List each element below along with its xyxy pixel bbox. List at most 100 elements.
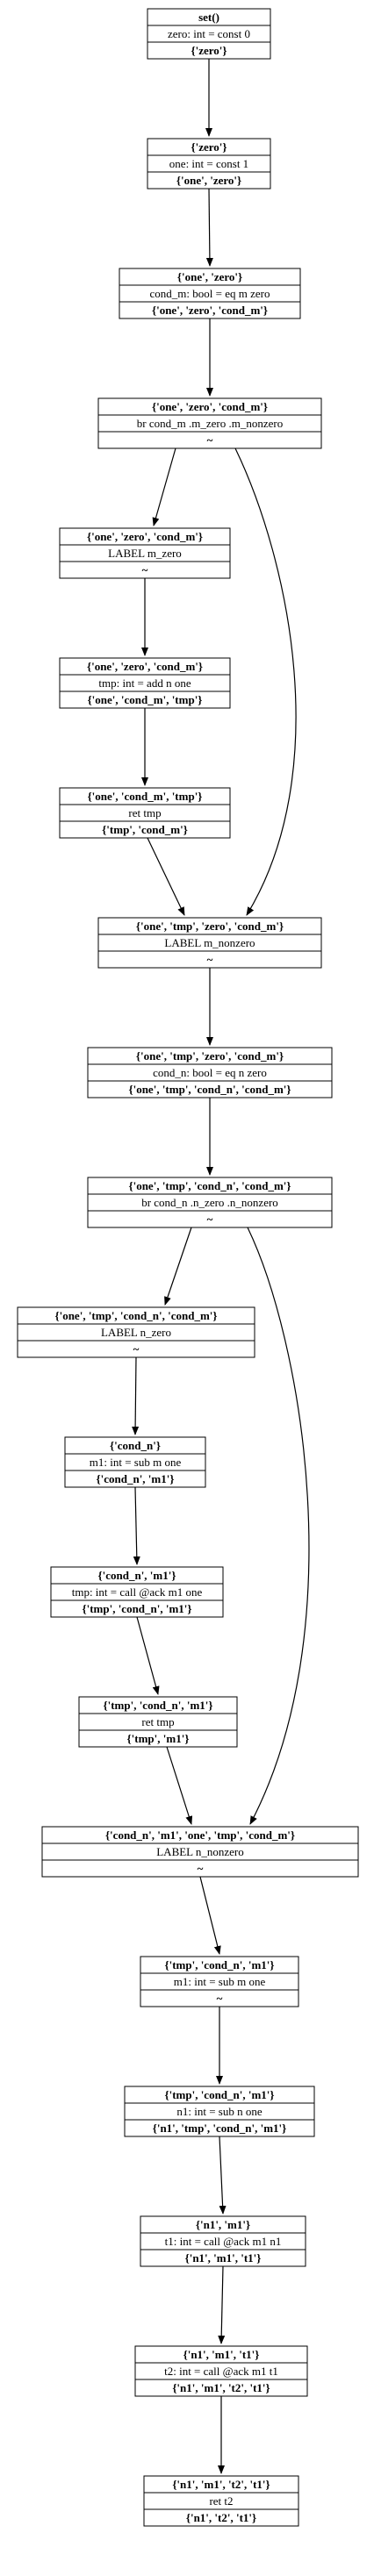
node-live-out-label: {'n1', 't2', 't1'}	[186, 2511, 256, 2524]
node-live-in-label: {'one', 'tmp', 'zero', 'cond_m'}	[136, 919, 284, 933]
cfg-node: set() zero: int = const 0 {'zero'}	[147, 8, 271, 60]
node-box	[41, 1826, 359, 1878]
node-box	[17, 1306, 255, 1358]
node-instruction: cond_n: bool = eq n zero	[153, 1066, 267, 1079]
node-live-in-label: {'one', 'tmp', 'zero', 'cond_m'}	[136, 1049, 284, 1063]
node-live-in-label: {'one', 'zero', 'cond_m'}	[152, 400, 268, 413]
cfg-node: {'n1', 'm1', 't1'} t2: int = call @ack m1…	[134, 2345, 308, 2397]
cfg-node: {'one', 'tmp', 'cond_n', 'cond_m'} LABEL …	[17, 1306, 255, 1358]
node-live-in-label: {'tmp', 'cond_n', 'm1'}	[164, 1958, 274, 1971]
node-live-in-label: {'n1', 'm1'}	[196, 2218, 250, 2231]
node-live-in-label: {'one', 'tmp', 'cond_n', 'cond_m'}	[128, 1179, 291, 1192]
node-live-out-label: ~	[217, 1992, 223, 2005]
node-live-in-label: {'tmp', 'cond_n', 'm1'}	[103, 1699, 212, 1712]
node-box	[59, 787, 231, 839]
node-live-out-label: ~	[207, 1213, 213, 1226]
node-live-in-label: {'one', 'zero'}	[177, 270, 242, 283]
node-instruction: LABEL m_nonzero	[164, 936, 255, 949]
node-live-out-label: ~	[207, 433, 213, 447]
cfg-node: {'tmp', 'cond_n', 'm1'} n1: int = sub n o…	[124, 2086, 315, 2137]
node-live-out-label: {'zero'}	[191, 44, 227, 57]
node-instruction: br cond_m .m_zero .m_nonzero	[137, 417, 283, 430]
node-instruction: ret tmp	[141, 1715, 174, 1728]
node-live-out-label: {'tmp', 'm1'}	[127, 1732, 190, 1745]
node-live-in-label: {'tmp', 'cond_n', 'm1'}	[164, 2088, 274, 2101]
node-instruction: one: int = const 1	[169, 157, 248, 170]
node-instruction: m1: int = sub m one	[90, 1456, 182, 1469]
cfg-node: {'one', 'zero'}cond_m: bool = eq m zero{…	[119, 268, 301, 319]
cfg-edge-arrow	[136, 1616, 160, 1695]
node-live-out-label: ~	[133, 1342, 140, 1356]
node-box	[87, 1177, 333, 1228]
node-instruction: tmp: int = call @ack m1 one	[72, 1585, 203, 1599]
cfg-node: {'n1', 'm1', 't2', 't1'} ret t2 {'n1', 't2…	[143, 2475, 299, 2527]
node-live-out-label: {'tmp', 'cond_n', 'm1'}	[82, 1602, 191, 1615]
node-live-in-label: {'n1', 'm1', 't2', 't1'}	[172, 2478, 270, 2491]
node-instruction: LABEL n_zero	[101, 1326, 171, 1339]
node-instruction: m1: int = sub m one	[174, 1975, 266, 1988]
node-box	[134, 2345, 308, 2397]
cfg-node: {'one', 'zero', 'cond_m'}tmp: int = add …	[59, 657, 231, 709]
node-box	[140, 2215, 306, 2267]
node-live-out-label: {'n1', 'tmp', 'cond_n', 'm1'}	[153, 2122, 287, 2135]
node-live-in-label: {'cond_n'}	[110, 1439, 161, 1452]
cfg-edge-arrow	[247, 1227, 310, 1825]
cfg-node: {'one', 'zero', 'cond_m'}br cond_m .m_ze…	[97, 397, 322, 449]
node-instruction: br cond_n .n_zero .n_nonzero	[141, 1196, 278, 1209]
node-live-in-label: {'cond_n', 'm1', 'one', 'tmp', 'cond_m'}	[105, 1828, 295, 1842]
node-live-out-label: {'tmp', 'cond_m'}	[102, 823, 188, 836]
cfg-node: {'one', 'tmp', 'zero', 'cond_m'} cond_n: …	[87, 1047, 333, 1098]
cfg-edge-arrow	[133, 1486, 140, 1565]
cfg-node: {'tmp', 'cond_n', 'm1'} ret tmp {'tmp', 'm…	[78, 1696, 238, 1748]
node-live-in-label: {'one', 'zero', 'cond_m'}	[87, 660, 203, 673]
node-instruction: t2: int = call @ack m1 t1	[164, 2365, 278, 2378]
cfg-edge-arrow	[199, 1876, 221, 1955]
node-box	[119, 268, 301, 319]
node-live-in-label: {'one', 'zero', 'cond_m'}	[87, 530, 203, 543]
node-live-out-label: {'n1', 'm1', 't2', 't1'}	[172, 2381, 270, 2394]
node-box	[50, 1566, 224, 1618]
node-live-out-label: ~	[198, 1862, 204, 1875]
node-live-out-label: {'cond_n', 'm1'}	[97, 1472, 175, 1485]
cfg-node: {'one', 'tmp', 'zero', 'cond_m'} LABEL m_…	[97, 917, 322, 969]
node-instruction: ret t2	[209, 2494, 233, 2508]
node-live-in-label: {'one', 'cond_m', 'tmp'}	[88, 790, 203, 803]
node-instruction: t1: int = call @ack m1 n1	[165, 2235, 282, 2248]
cfg-node: {'tmp', 'cond_n', 'm1'} m1: int = sub m o…	[140, 1956, 299, 2007]
cfg-node: {'one', 'cond_m', 'tmp'}ret tmp{'tmp', '…	[59, 787, 231, 839]
node-box	[87, 1047, 333, 1098]
cfg-node: {'n1', 'm1'} t1: int = call @ack m1 n1 {'n…	[140, 2215, 306, 2267]
node-live-in-label: set()	[198, 11, 219, 24]
node-live-in-label: {'n1', 'm1', 't1'}	[183, 2348, 260, 2361]
cfg-edge-arrow	[218, 2265, 226, 2344]
node-live-out-label: {'one', 'cond_m', 'tmp'}	[88, 693, 203, 706]
node-box	[140, 1956, 299, 2007]
node-live-out-label: {'one', 'tmp', 'cond_n', 'cond_m'}	[128, 1083, 291, 1096]
cfg-edge-arrow	[164, 1227, 192, 1306]
node-instruction: zero: int = const 0	[168, 27, 250, 40]
node-box	[97, 917, 322, 969]
node-live-in-label: {'zero'}	[191, 140, 227, 154]
node-box	[64, 1436, 206, 1488]
node-box	[97, 397, 322, 449]
cfg-node: {'cond_n'} m1: int = sub m one {'cond_n', …	[64, 1436, 206, 1488]
node-live-in-label: {'cond_n', 'm1'}	[98, 1569, 176, 1582]
cfg-edge-arrow	[234, 447, 297, 916]
nodes-layer: set() zero: int = const 0 {'zero'} {'zero'}…	[17, 8, 359, 2527]
node-live-out-label: ~	[207, 953, 213, 966]
node-box	[143, 2475, 299, 2527]
node-live-out-label: {'one', 'zero', 'cond_m'}	[152, 304, 268, 317]
node-instruction: LABEL n_nonzero	[156, 1845, 244, 1858]
node-instruction: n1: int = sub n one	[176, 2105, 262, 2118]
node-box	[59, 657, 231, 709]
cfg-edge-arrow	[205, 188, 213, 267]
cfg-node: {'one', 'tmp', 'cond_n', 'cond_m'}br con…	[87, 1177, 333, 1228]
node-instruction: LABEL m_zero	[108, 547, 182, 560]
node-live-out-label: {'n1', 'm1', 't1'}	[185, 2251, 262, 2265]
cfg-node: {'cond_n', 'm1', 'one', 'tmp', 'cond_m'}…	[41, 1826, 359, 1878]
node-live-out-label: {'one', 'zero'}	[176, 174, 241, 187]
node-live-in-label: {'one', 'tmp', 'cond_n', 'cond_m'}	[54, 1309, 217, 1322]
cfg-edge-arrow	[152, 447, 176, 526]
node-box	[124, 2086, 315, 2137]
node-box	[78, 1696, 238, 1748]
